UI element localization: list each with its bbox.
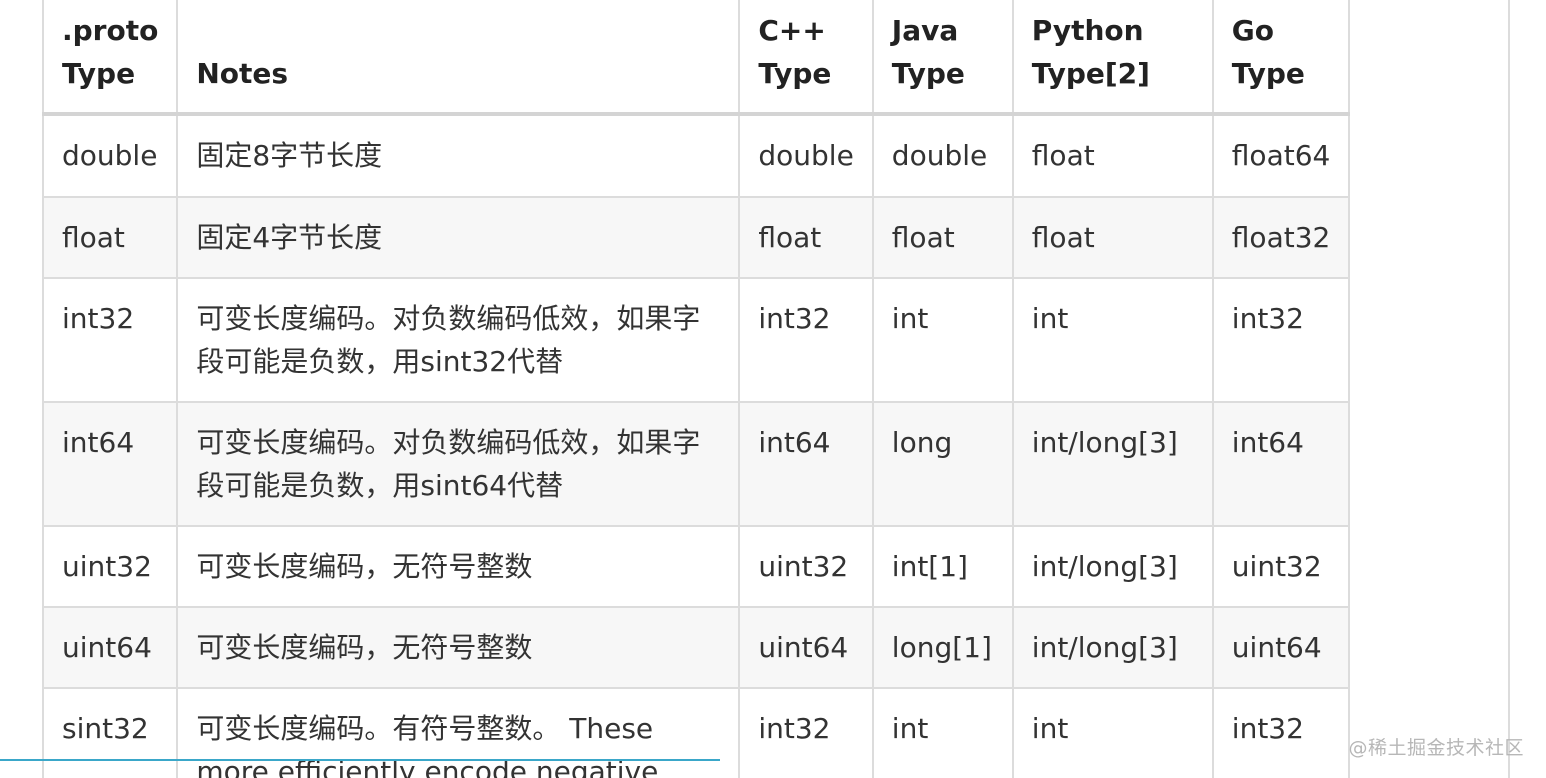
cell-proto: uint64 bbox=[41, 606, 179, 689]
cell-go: float32 bbox=[1211, 196, 1351, 279]
cell-python: int/long[3] bbox=[1011, 606, 1214, 689]
cell-notes: 可变长度编码，无符号整数 bbox=[176, 525, 741, 608]
cell-python: int bbox=[1011, 277, 1214, 403]
cell-cpp: int32 bbox=[738, 687, 874, 778]
cell-cpp: float bbox=[738, 196, 874, 279]
cell-notes: 可变长度编码，无符号整数 bbox=[176, 606, 741, 689]
cell-java: long bbox=[871, 401, 1014, 527]
cell-python: float bbox=[1011, 113, 1214, 198]
cell-notes: 固定8字节长度 bbox=[176, 113, 741, 198]
cell-java: long[1] bbox=[871, 606, 1014, 689]
cell-notes: 可变长度编码。有符号整数。 These more efficiently enc… bbox=[176, 687, 741, 778]
table-right-edge bbox=[1508, 0, 1510, 778]
cell-python: int bbox=[1011, 687, 1214, 778]
table-row: uint64 可变长度编码，无符号整数 uint64 long[1] int/l… bbox=[41, 606, 1351, 689]
cell-go: float64 bbox=[1211, 113, 1351, 198]
cell-cpp: uint64 bbox=[738, 606, 874, 689]
table-row: int64 可变长度编码。对负数编码低效，如果字段可能是负数，用sint64代替… bbox=[41, 401, 1351, 527]
cell-java: int[1] bbox=[871, 525, 1014, 608]
cell-python: int/long[3] bbox=[1011, 401, 1214, 527]
cell-go: uint64 bbox=[1211, 606, 1351, 689]
cell-go: uint32 bbox=[1211, 525, 1351, 608]
cell-proto: float bbox=[41, 196, 179, 279]
cell-cpp: double bbox=[738, 113, 874, 198]
cell-java: int bbox=[871, 277, 1014, 403]
cell-proto: sint32 bbox=[41, 687, 179, 778]
cell-cpp: int32 bbox=[738, 277, 874, 403]
cell-proto: int64 bbox=[41, 401, 179, 527]
cell-notes: 可变长度编码。对负数编码低效，如果字段可能是负数，用sint32代替 bbox=[176, 277, 741, 403]
table-row: double 固定8字节长度 double double float float… bbox=[41, 113, 1351, 198]
cell-java: float bbox=[871, 196, 1014, 279]
cell-python: int/long[3] bbox=[1011, 525, 1214, 608]
table-row: int32 可变长度编码。对负数编码低效，如果字段可能是负数，用sint32代替… bbox=[41, 277, 1351, 403]
cell-python: float bbox=[1011, 196, 1214, 279]
site-watermark: @稀土掘金技术社区 bbox=[1348, 737, 1524, 759]
cell-proto: int32 bbox=[41, 277, 179, 403]
cell-proto: uint32 bbox=[41, 525, 179, 608]
table-row: uint32 可变长度编码，无符号整数 uint32 int[1] int/lo… bbox=[41, 525, 1351, 608]
cell-proto: double bbox=[41, 113, 179, 198]
header-notes: Notes bbox=[176, 0, 741, 116]
cell-cpp: uint32 bbox=[738, 525, 874, 608]
table-row: sint32 可变长度编码。有符号整数。 These more efficien… bbox=[41, 687, 1351, 778]
cell-java: int bbox=[871, 687, 1014, 778]
cell-go: int32 bbox=[1211, 687, 1351, 778]
cell-go: int32 bbox=[1211, 277, 1351, 403]
table-body: double 固定8字节长度 double double float float… bbox=[41, 113, 1351, 778]
video-progress-bar[interactable] bbox=[0, 759, 720, 761]
cell-notes: 可变长度编码。对负数编码低效，如果字段可能是负数，用sint64代替 bbox=[176, 401, 741, 527]
cell-go: int64 bbox=[1211, 401, 1351, 527]
cell-notes: 固定4字节长度 bbox=[176, 196, 741, 279]
header-cpp-type: C++Type bbox=[738, 0, 874, 116]
cell-java: double bbox=[871, 113, 1014, 198]
table-row: float 固定4字节长度 float float float float32 bbox=[41, 196, 1351, 279]
cell-cpp: int64 bbox=[738, 401, 874, 527]
